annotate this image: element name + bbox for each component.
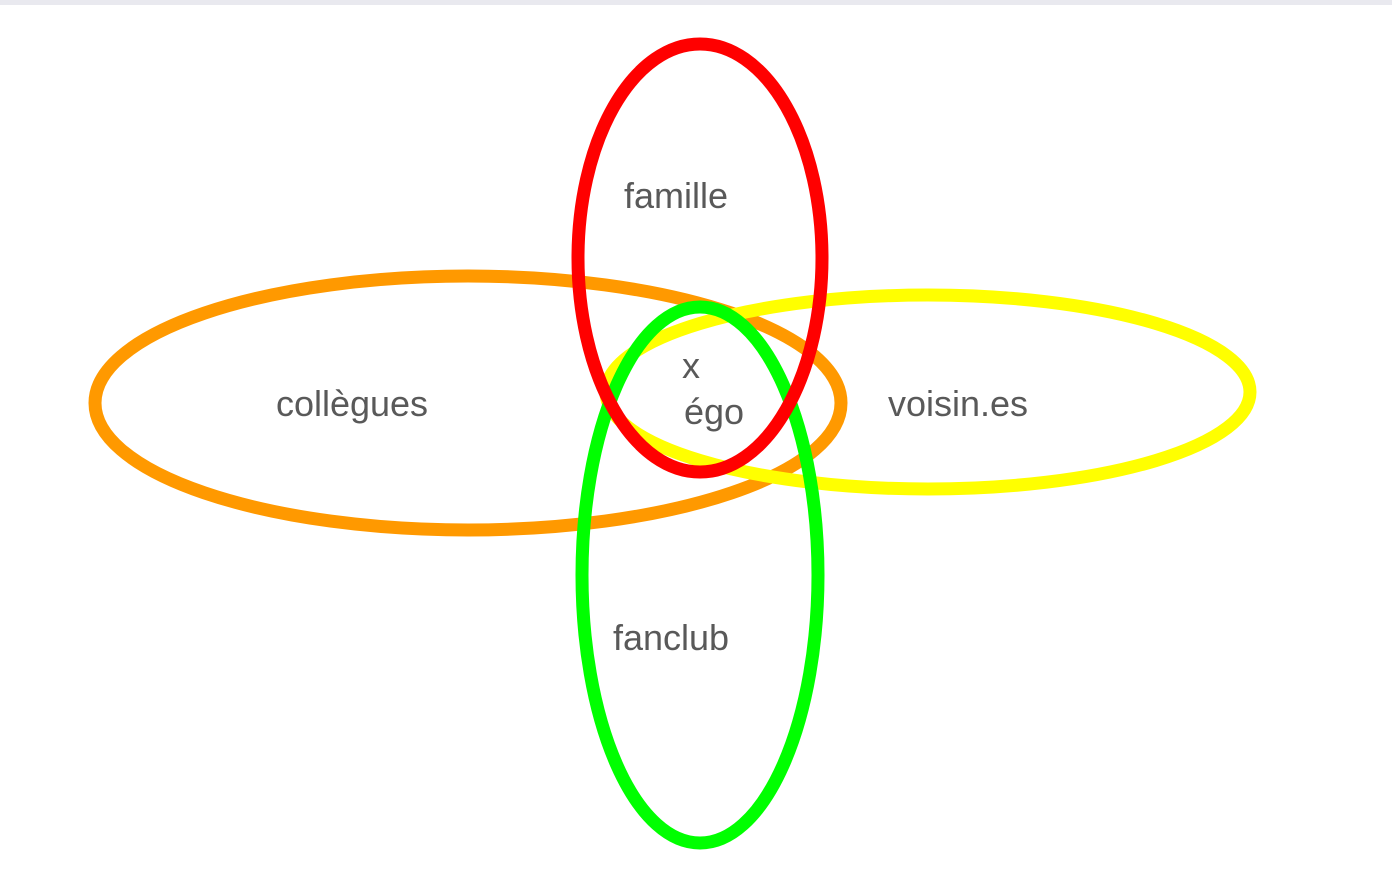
fanclub-label: fanclub — [613, 617, 729, 658]
collegues-ellipse — [88, 269, 848, 537]
famille-label: famille — [624, 175, 728, 216]
top-border — [0, 0, 1392, 5]
collegues-label: collègues — [276, 383, 428, 424]
center-marker: x — [682, 345, 700, 386]
center-label: égo — [684, 391, 744, 432]
famille-ellipse — [571, 37, 829, 479]
fanclub-ellipse — [575, 300, 825, 850]
voisins-label: voisin.es — [888, 383, 1028, 424]
